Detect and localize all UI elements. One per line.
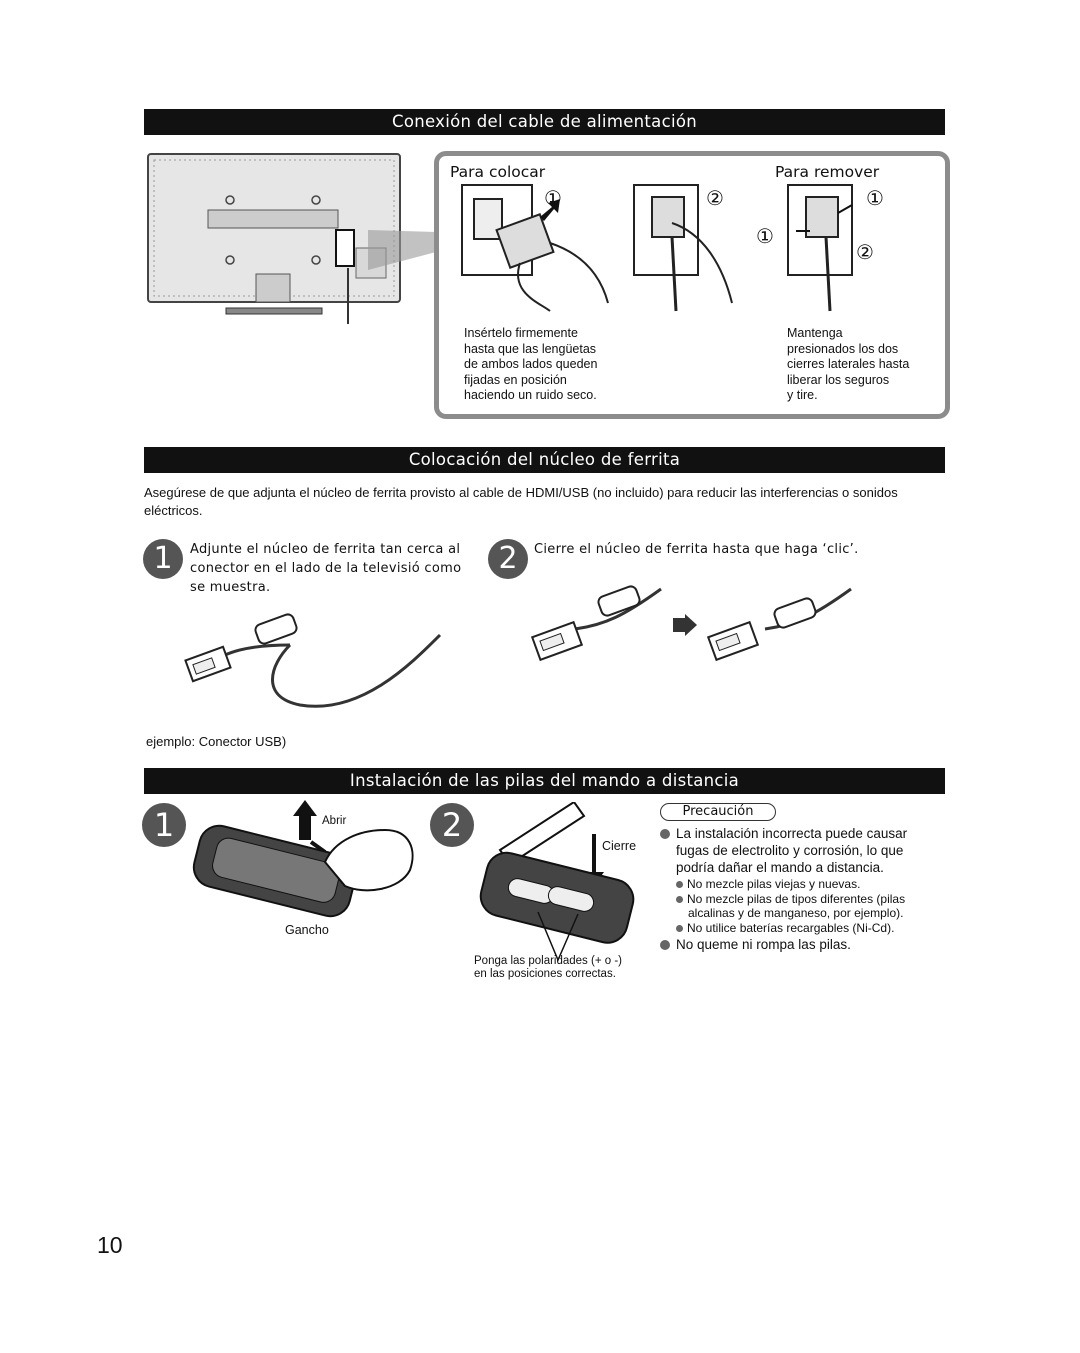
place-line: fijadas en posición [464,372,567,387]
small-bullet-icon [676,895,683,903]
ferrite-step2-text: Cierre el núcleo de ferrita hasta que ha… [534,542,859,557]
battery-step1-number: 1 [142,803,186,847]
polarity-line: Ponga las polaridades (+ o -) [474,955,622,967]
usb-ferrite-illustration-3 [706,587,852,662]
remove-line: presionados los dos [787,341,899,356]
caution-last: No queme ni rompa las pilas. [676,937,851,952]
remote-open-illustration [192,800,414,918]
caution-main: La instalación incorrecta puede causar f… [676,826,908,875]
caution-main-item: La instalación incorrecta puede causar f… [660,825,940,876]
open-label: Abrir [322,815,347,827]
remove-line: liberar los seguros [787,372,890,387]
remove-line: cierres laterales hasta [787,357,910,371]
ferrite-step2-number: 2 [488,539,528,579]
caution-sub-item: No mezcle pilas de tipos diferentes (pil… [660,892,940,921]
caution-sub: No mezcle pilas viejas y nuevas. [687,877,861,891]
remove-line: Mantenga [787,326,843,340]
caution-sub-item: No utilice baterías recargables (Ni-Cd). [660,921,940,936]
place-line: haciendo un ruido seco. [464,388,597,402]
remove-mark-1b: ① [756,226,774,248]
ferrite-step1-line: se muestra. [190,580,271,595]
remove-title: Para remover [775,163,880,181]
tv-back-illustration [147,153,436,324]
usb-ferrite-illustration-1 [184,613,442,708]
usb-ferrite-illustration-2 [530,585,662,662]
place-mark-1: ① [544,188,562,210]
polarity-line: en las posiciones correctas. [474,968,616,980]
caution-sub-item: No mezcle pilas viejas y nuevas. [660,877,940,892]
ferrite-step1-text: Adjunte el núcleo de ferrita tan cerca a… [190,540,485,597]
section-header-power: Conexión del cable de alimentación [144,109,945,135]
section-header-batteries: Instalación de las pilas del mando a dis… [144,768,945,794]
ferrite-step1-number: 1 [143,539,183,579]
remote-close-illustration [479,802,635,962]
caution-list: La instalación incorrecta puede causar f… [660,825,940,953]
example-caption: ejemplo: Conector USB) [146,734,287,749]
remove-instructions: Mantenga presionados los dos cierres lat… [787,326,937,404]
small-bullet-icon [676,924,683,932]
remove-mark-2: ② [856,242,874,264]
place-instructions: Insértelo firmemente hasta que las lengü… [464,326,634,404]
place-line: hasta que las lengüetas [464,341,597,356]
remove-line: y tire. [787,388,818,402]
plug-remove-illustration [787,184,853,312]
section-header-ferrite: Colocación del núcleo de ferrita [144,447,945,473]
caution-sub: No utilice baterías recargables (Ni-Cd). [687,920,895,935]
bullet-icon [660,940,670,951]
small-bullet-icon [676,881,683,889]
battery-step2-number: 2 [430,803,474,847]
page-number: 10 [97,1232,123,1258]
caution-last-item: No queme ni rompa las pilas. [660,936,940,953]
plug-insert-illustration [461,184,609,312]
place-line: de ambos lados queden [464,357,598,371]
place-line: Insértelo firmemente [464,326,578,340]
ferrite-intro: Asegúrese de que adjunta el núcleo de fe… [144,485,898,518]
ferrite-step1-line: Adjunte el núcleo de ferrita tan cerca a… [190,542,461,557]
place-title: Para colocar [450,163,546,181]
place-mark-2: ② [706,188,724,210]
ferrite-step1-line: conector en el lado de la televisió como [190,561,462,576]
caution-sub: No mezcle pilas de tipos diferentes (pil… [687,891,906,921]
bullet-icon [660,829,670,840]
close-label: Cierre [602,839,637,853]
arrow-right-icon [673,614,697,636]
plug-hold-illustration [633,184,733,312]
polarity-note: Ponga las polaridades (+ o -) en las pos… [474,955,654,981]
remove-mark-1: ① [866,188,884,210]
hook-label: Gancho [285,923,329,937]
caution-label: Precaución [660,803,776,821]
